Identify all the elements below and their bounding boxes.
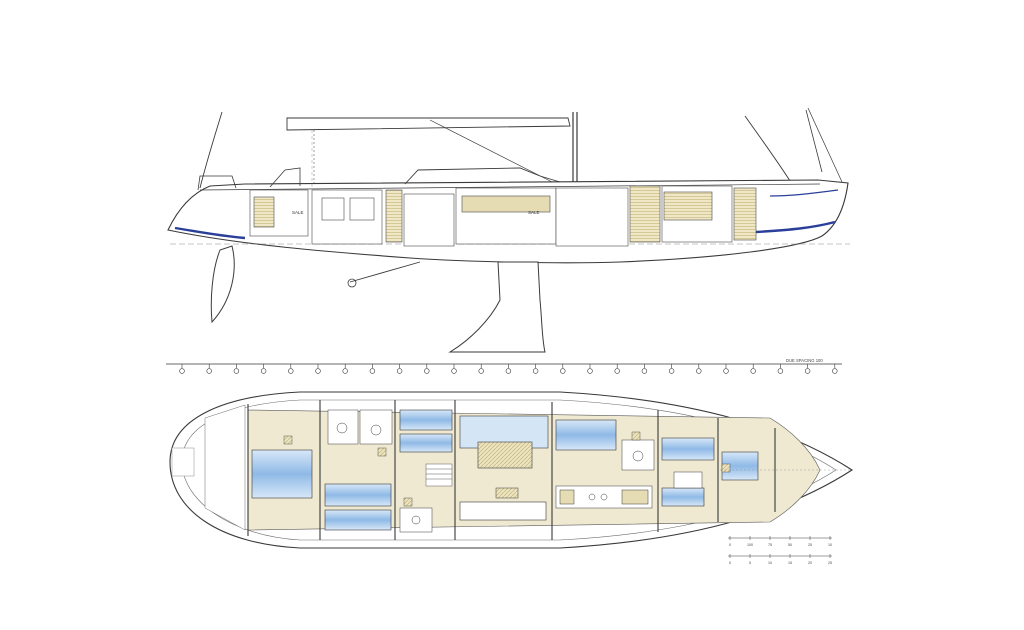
doghouse xyxy=(404,167,561,185)
forestay-line xyxy=(807,107,843,183)
scale-bottom-label: 25 xyxy=(828,561,832,565)
boot-stripe-aft xyxy=(174,226,246,240)
station-marker xyxy=(587,368,593,374)
deck-line xyxy=(199,183,821,191)
station-marker xyxy=(206,368,212,374)
scale-bottom-label: 15 xyxy=(788,561,792,565)
profile-cabin-label-1: SALE xyxy=(292,210,304,215)
station-marker xyxy=(804,368,811,374)
deck-hatches xyxy=(283,431,731,507)
station-marker xyxy=(369,368,376,374)
scale-top-label: 10 xyxy=(828,543,832,547)
aft-port-berth-2 xyxy=(324,509,392,531)
mizzen-sail-outline xyxy=(199,111,223,189)
station-marker xyxy=(315,368,321,374)
station-marker xyxy=(614,368,620,374)
stern-rail xyxy=(197,175,237,191)
station-marker xyxy=(532,368,539,374)
station-marker xyxy=(233,368,240,374)
station-marker xyxy=(641,368,648,374)
plan-view xyxy=(169,391,854,549)
station-marker xyxy=(451,368,457,374)
ruler-tag: DUE SPACING 100 xyxy=(786,358,823,363)
saloon-table xyxy=(477,441,533,469)
heads xyxy=(327,409,655,533)
aft-port-berth xyxy=(324,483,392,507)
forward-berth-1 xyxy=(555,419,617,451)
aft-starboard-berth xyxy=(399,409,453,431)
station-ruler xyxy=(166,363,842,374)
station-marker xyxy=(424,368,430,374)
galley-block xyxy=(555,187,629,247)
saloon-settee xyxy=(461,195,551,213)
aft-starboard-berth-2 xyxy=(399,433,453,453)
rudder xyxy=(210,245,235,324)
aft-owner-berth xyxy=(251,449,313,499)
headstay-line xyxy=(805,109,823,173)
station-marker xyxy=(260,368,267,374)
station-marker xyxy=(179,368,185,374)
station-marker xyxy=(750,368,756,374)
boot-stripe-fwd xyxy=(755,220,836,234)
profile-interior xyxy=(249,185,757,247)
propeller-shaft xyxy=(349,261,421,283)
station-marker xyxy=(478,368,484,374)
sheer-stripe xyxy=(769,189,839,197)
station-marker xyxy=(505,368,512,374)
propeller xyxy=(347,278,357,288)
forward-cabin-slats xyxy=(663,191,713,221)
nav-station xyxy=(673,471,703,489)
swim-platform xyxy=(171,447,195,477)
forward-cabin-joinery xyxy=(629,185,661,243)
scale-top-label: 100 xyxy=(747,543,753,547)
aft-head-block-2 xyxy=(349,197,375,221)
saloon-settee-port xyxy=(459,501,547,521)
headsail-outline xyxy=(744,115,793,185)
boom xyxy=(286,117,571,131)
scale-bottom-label: 5 xyxy=(749,561,751,565)
scale-top-label: 75 xyxy=(768,543,772,547)
station-marker xyxy=(777,368,784,374)
berths xyxy=(251,409,759,531)
scale-bottom-label: 0 xyxy=(729,561,731,565)
saloon-stair-block xyxy=(403,193,455,247)
saloon-coffee-table xyxy=(495,487,519,499)
station-marker xyxy=(696,368,702,374)
station-marker xyxy=(832,368,838,374)
scale-top-label: 25 xyxy=(808,543,812,547)
station-marker xyxy=(668,368,675,374)
galley xyxy=(555,485,653,509)
keel-fin xyxy=(448,261,546,353)
station-marker xyxy=(288,368,294,374)
forward-berth-3 xyxy=(661,487,705,507)
transom-step xyxy=(204,404,246,531)
station-marker xyxy=(396,368,403,374)
aft-cabin-panel xyxy=(253,196,275,228)
station-marker xyxy=(342,368,348,374)
profile-cabin-label-2: SALE xyxy=(528,210,540,215)
scale-bottom-label: 10 xyxy=(768,561,772,565)
station-marker xyxy=(723,368,729,374)
companionway-block xyxy=(385,189,403,243)
bulkheads xyxy=(247,400,776,540)
companionway-steps xyxy=(425,463,453,487)
fore-peak-block xyxy=(733,187,757,241)
profile-labels: SALE SALE xyxy=(292,210,540,215)
scale-bottom-label: 20 xyxy=(808,561,812,565)
coachroof xyxy=(269,167,301,188)
aft-head-block xyxy=(321,197,345,221)
forward-berth-2 xyxy=(661,437,715,461)
station-marker xyxy=(560,368,566,374)
scale-top-label: 0 xyxy=(729,543,731,547)
scale-top-label: 50 xyxy=(788,543,792,547)
